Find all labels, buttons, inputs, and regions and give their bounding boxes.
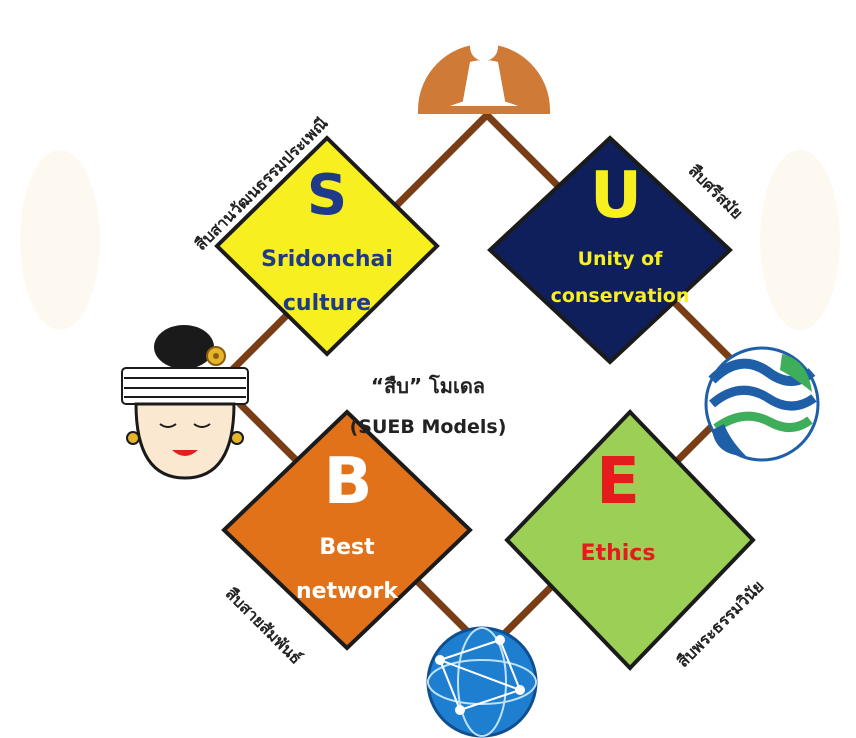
label-conservation: conservation xyxy=(550,285,690,307)
label-sridonchai: Sridonchai xyxy=(261,247,393,272)
center-title-thai: “สืบ” โมเดล xyxy=(370,374,486,398)
globe-network-icon xyxy=(426,626,538,738)
label-unity-of: Unity of xyxy=(577,248,663,270)
diamond-s xyxy=(214,135,440,357)
letter-e: E xyxy=(596,445,640,519)
hands-water-icon xyxy=(704,346,820,462)
label-best: Best xyxy=(319,535,375,560)
label-network: network xyxy=(295,579,399,604)
label-culture: culture xyxy=(282,291,372,316)
buddha-icon xyxy=(418,20,550,114)
letter-s: S xyxy=(306,163,348,228)
diamond-u xyxy=(487,135,733,365)
diamond-e xyxy=(504,409,756,671)
watermark xyxy=(20,150,840,330)
letter-u: U xyxy=(590,159,642,233)
label-ethics: Ethics xyxy=(580,541,656,566)
diamond-b xyxy=(221,409,473,651)
letter-b: B xyxy=(323,445,373,519)
center-title-english: (SUEB Models) xyxy=(349,416,507,438)
thai-woman-icon xyxy=(121,325,249,480)
